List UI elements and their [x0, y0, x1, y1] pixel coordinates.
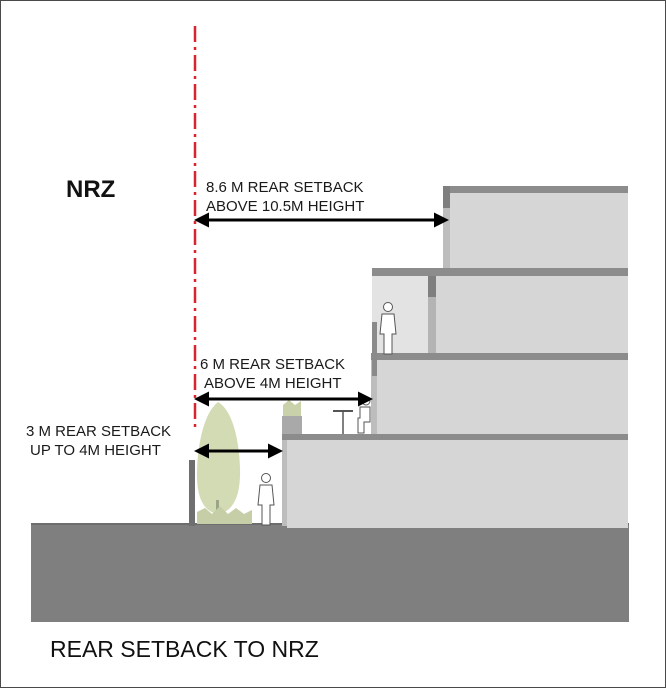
- building: [282, 186, 628, 528]
- building-level-1: [287, 438, 628, 528]
- slab-level-4: [372, 268, 628, 276]
- diagram-caption: REAR SETBACK TO NRZ: [50, 636, 319, 662]
- roof-slab: [443, 186, 628, 193]
- balcony-void: [372, 275, 430, 353]
- setback-lower-line2: UP TO 4M HEIGHT: [30, 442, 161, 459]
- terrace-upstand: [282, 416, 302, 438]
- setback-upper-line2: ABOVE 10.5M HEIGHT: [206, 198, 364, 215]
- building-level-3: [436, 275, 628, 353]
- zone-label: NRZ: [66, 176, 115, 203]
- ground-section: [31, 524, 629, 622]
- person-figure-courtyard-icon: [257, 473, 275, 526]
- shrub-icon: [283, 400, 301, 416]
- setback-lower-line1: 3 M REAR SETBACK: [26, 423, 171, 440]
- tree-icon: [196, 402, 252, 524]
- seated-person-icon: [333, 396, 371, 434]
- slab-level-3: [371, 353, 628, 360]
- slab-level-2: [282, 434, 628, 440]
- boundary-wall: [189, 460, 195, 526]
- building-level-4: [448, 192, 628, 268]
- setback-middle-line2: ABOVE 4M HEIGHT: [204, 375, 342, 392]
- setback-upper-line1: 8.6 M REAR SETBACK: [206, 179, 364, 196]
- building-level-2: [377, 358, 628, 434]
- setback-middle-line1: 6 M REAR SETBACK: [200, 356, 345, 373]
- person-figure-balcony-icon: [379, 302, 397, 355]
